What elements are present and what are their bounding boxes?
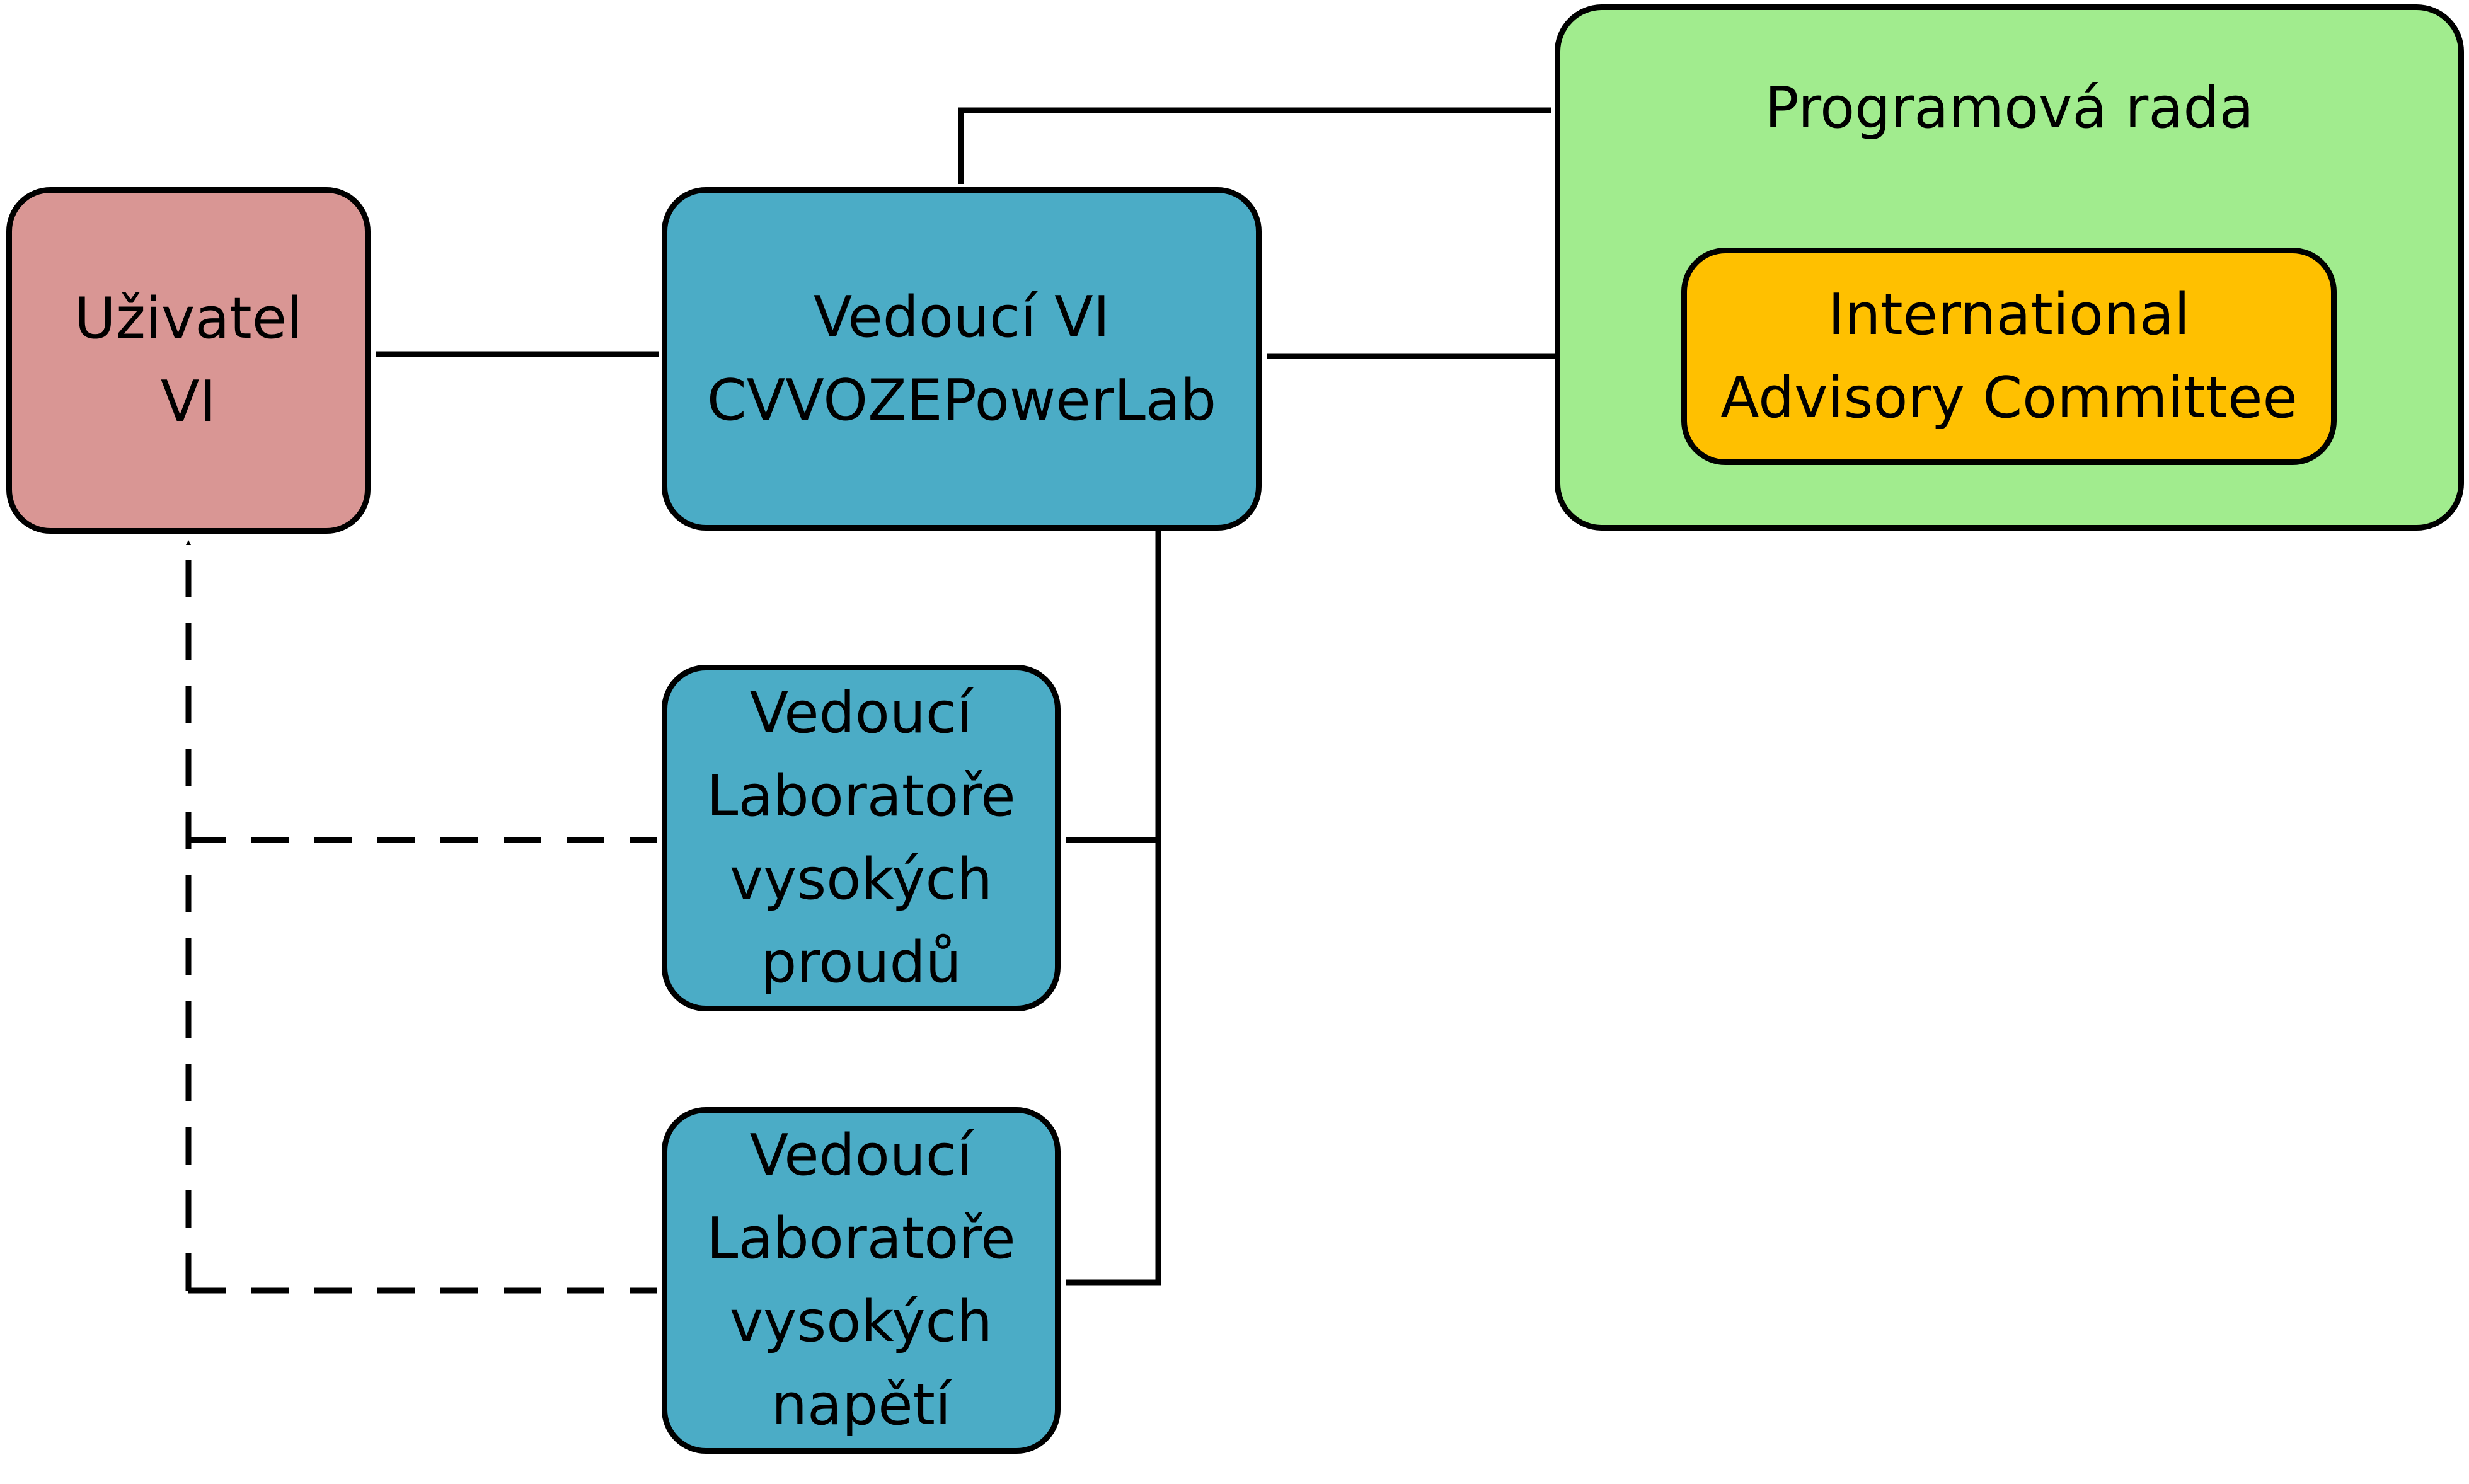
node-iac: International Advisory Committee	[1681, 248, 2337, 465]
node-lab-voltages-line: vysokých	[729, 1289, 993, 1355]
node-user: Uživatel VI	[6, 187, 371, 534]
node-user-line: VI	[160, 369, 217, 435]
node-lab-voltages-line: Vedoucí	[749, 1122, 973, 1188]
node-iac-label: International Advisory Committee	[1720, 273, 2298, 440]
node-head-line: Vedoucí VI	[813, 284, 1110, 350]
node-lab-voltages-line: napětí	[771, 1372, 951, 1438]
node-lab-currents-line: proudů	[761, 929, 962, 996]
edge-head-lab-trunk	[1066, 531, 1161, 1286]
node-lab-voltages: Vedoucí Laboratoře vysokých napětí	[662, 1107, 1061, 1454]
node-lab-currents-line: Laboratoře	[706, 763, 1016, 829]
node-lab-voltages-line: Laboratoře	[706, 1205, 1016, 1272]
node-user-line: Uživatel	[74, 285, 303, 352]
node-lab-currents-line: Vedoucí	[749, 680, 973, 746]
node-user-label: Uživatel VI	[74, 277, 302, 444]
node-head-line: CVVOZEPowerLab	[706, 367, 1217, 434]
node-iac-line: International	[1827, 281, 2190, 348]
node-head-label: Vedoucí VI CVVOZEPowerLab	[707, 276, 1216, 442]
node-lab-voltages-label: Vedoucí Laboratoře vysokých napětí	[706, 1114, 1015, 1447]
node-lab-currents-line: vysokých	[729, 846, 993, 912]
node-lab-currents: Vedoucí Laboratoře vysokých proudů	[662, 665, 1061, 1011]
node-program-board-label: Programová rada	[1764, 67, 2253, 150]
edge-head-program-board	[958, 107, 1551, 184]
node-program-board-line: Programová rada	[1764, 75, 2254, 141]
node-iac-line: Advisory Committee	[1720, 364, 2298, 431]
node-head: Vedoucí VI CVVOZEPowerLab	[662, 187, 1262, 531]
node-lab-currents-label: Vedoucí Laboratoře vysokých proudů	[706, 672, 1015, 1004]
